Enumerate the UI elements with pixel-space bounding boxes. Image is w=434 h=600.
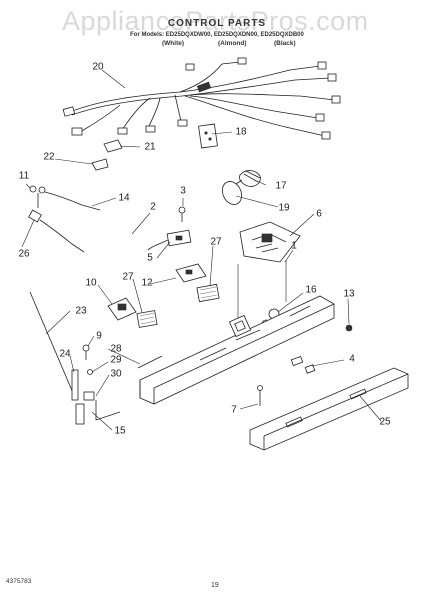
callout-17: 17	[275, 180, 287, 192]
color-almond: (Almond)	[218, 40, 247, 47]
callout-4: 4	[349, 353, 355, 365]
watermark: AppliancePartsPros.com	[62, 6, 369, 36]
part-15-label-plate	[95, 400, 121, 421]
part-11-14-sensor-wire	[29, 185, 101, 211]
callout-18: 18	[235, 126, 247, 138]
callout-10: 10	[85, 277, 97, 289]
part-7-screw	[257, 385, 263, 406]
callout-1: 1	[291, 240, 297, 252]
part-21-clip	[103, 139, 123, 153]
callout-13: 13	[343, 288, 355, 300]
part-13-screw	[345, 324, 353, 332]
model-list: For Models: ED25DQXDW00, ED25DQXDN00, ED…	[130, 32, 304, 38]
part-12-bracket	[175, 263, 207, 283]
part-22-clip	[91, 158, 109, 171]
part-17-lamp-socket	[239, 170, 261, 187]
callout-5: 5	[147, 252, 153, 264]
callout-15: 15	[114, 425, 126, 437]
diagram-title: CONTROL PARTS	[167, 18, 267, 29]
callout-16: 16	[305, 284, 317, 296]
leader-lines	[21, 69, 382, 431]
part-1-control-housing	[139, 260, 335, 405]
part-5-thermostat	[147, 229, 192, 251]
callout-21: 21	[144, 141, 156, 153]
part-3-screw	[178, 206, 186, 222]
part-4-fasteners	[290, 355, 316, 374]
part-23-rod	[29, 291, 77, 401]
callout-12: 12	[141, 277, 153, 289]
part-26-thermistor	[28, 209, 85, 253]
part-27-pad-upper	[196, 283, 220, 303]
callout-26: 26	[18, 248, 30, 260]
color-black: (Black)	[274, 40, 296, 47]
callout-28: 28	[110, 343, 122, 355]
part-29-clip	[87, 369, 93, 375]
part-27-pad-lower	[136, 310, 158, 328]
callout-25: 25	[379, 416, 391, 428]
part-10-switch	[107, 297, 137, 321]
document-number: 4375783	[6, 578, 32, 585]
callout-29: 29	[110, 354, 122, 366]
part-19-light-bulb	[221, 179, 243, 205]
part-28-rod	[137, 355, 163, 369]
callout-9: 9	[96, 330, 102, 342]
part-24-bracket	[71, 369, 85, 425]
callout-6: 6	[316, 208, 322, 220]
part-30-gasket	[83, 391, 95, 401]
page-number: 19	[211, 582, 219, 589]
callout-20: 20	[92, 61, 104, 73]
part-6-control-block	[239, 221, 301, 263]
part-25-trim-panel	[249, 367, 409, 451]
part-2-tube	[95, 235, 139, 245]
callout-30: 30	[110, 368, 122, 380]
callout-24: 24	[59, 348, 71, 360]
callout-22: 22	[43, 151, 55, 163]
part-20-wire-harness	[62, 57, 341, 140]
callout-27-lower: 27	[122, 271, 134, 283]
callout-11: 11	[18, 170, 30, 182]
callout-3: 3	[180, 185, 186, 197]
callout-23: 23	[75, 305, 87, 317]
callout-14: 14	[118, 192, 130, 204]
callout-27-upper: 27	[210, 236, 222, 248]
callout-2: 2	[150, 201, 156, 213]
callout-7: 7	[231, 404, 237, 416]
color-white: (White)	[162, 40, 185, 47]
callout-19: 19	[278, 202, 290, 214]
part-9-screw	[82, 344, 90, 360]
part-18-bracket	[198, 123, 218, 149]
